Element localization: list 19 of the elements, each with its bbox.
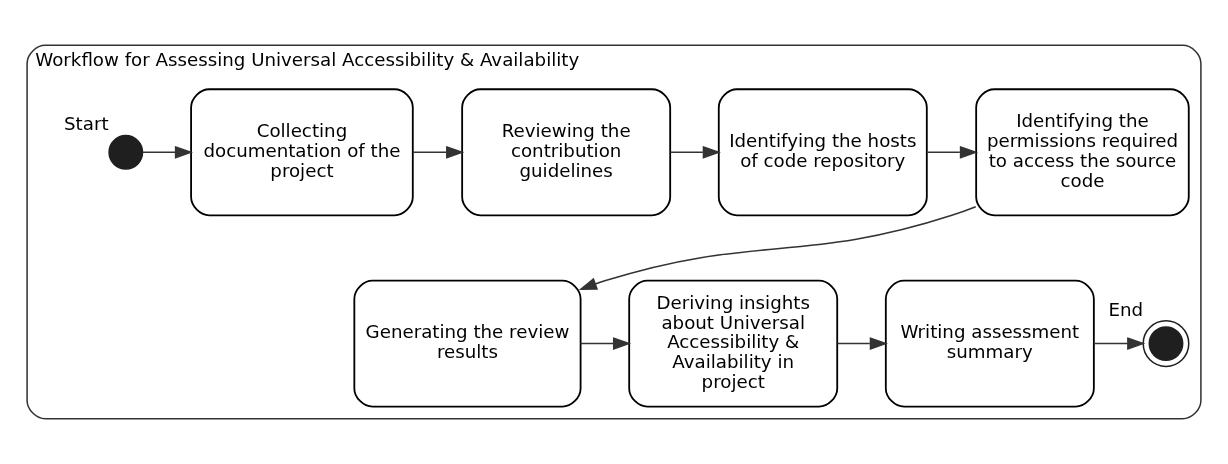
arrow	[1093, 337, 1146, 350]
node-label: Start	[64, 113, 109, 135]
node-circle	[1142, 320, 1190, 368]
arrow	[578, 205, 977, 290]
node-box: Deriving insights about Universal Accessibility & Availability in project	[628, 279, 839, 408]
node-box: Reviewing the contribution guidelines	[461, 88, 672, 217]
node-box: Identifying the permissions required to access the source code	[975, 88, 1190, 217]
arrow	[926, 145, 979, 159]
arrow	[836, 337, 888, 350]
node-box: Generating the review results	[353, 279, 582, 408]
node-box: Writing assessment summary	[884, 279, 1095, 408]
arrow	[412, 145, 465, 159]
node-box: Identifying the hosts of code repository	[717, 88, 928, 217]
node-box: Collecting documentation of the project	[190, 88, 414, 217]
node-label: End	[1108, 298, 1144, 320]
arrow	[142, 145, 194, 159]
arrow	[669, 145, 721, 159]
arrow	[579, 337, 632, 350]
node-circle	[108, 134, 144, 170]
